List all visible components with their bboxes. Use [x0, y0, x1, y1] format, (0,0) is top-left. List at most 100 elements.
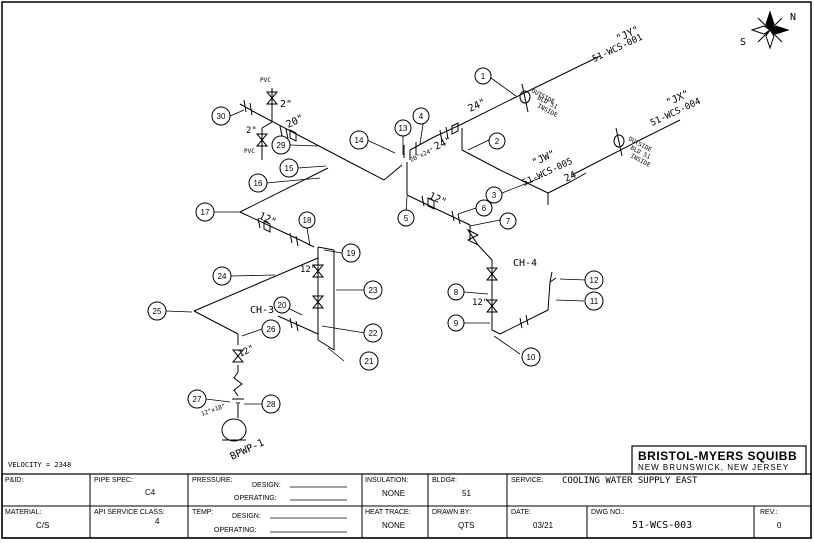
bubble-16: 16	[248, 173, 268, 193]
bubble-29: 29	[271, 135, 291, 155]
svg-text:12: 12	[590, 276, 599, 285]
bubble-28: 28	[261, 394, 281, 414]
size-24-b: 24"	[433, 135, 454, 153]
date-value: 03/21	[533, 521, 554, 530]
reducer-20x24: 20"x24"	[409, 147, 435, 164]
bubble-25: 25	[147, 301, 167, 321]
svg-text:19: 19	[347, 249, 356, 258]
svg-text:13: 13	[399, 124, 408, 133]
svg-text:18: 18	[303, 216, 312, 225]
temp-operating-label: OPERATING:	[214, 527, 257, 534]
title-block-text: BRISTOL-MYERS SQUIBB NEW BRUNSWICK, NEW …	[5, 449, 797, 534]
bubble-14: 14	[349, 130, 369, 150]
leader-lines	[165, 77, 587, 405]
svg-text:24: 24	[218, 272, 227, 281]
temp-design-label: DESIGN:	[232, 513, 261, 520]
bubble-30: 30	[211, 106, 231, 126]
size-20: 20"	[285, 113, 306, 131]
svg-text:7: 7	[506, 217, 511, 226]
svg-text:6: 6	[482, 204, 487, 213]
bubble-6: 6	[475, 199, 493, 217]
size-2-a: 2"	[280, 99, 292, 110]
material-value: C/S	[36, 521, 49, 530]
pid-label: P&ID:	[5, 477, 23, 484]
svg-text:28: 28	[267, 400, 276, 409]
pressure-design-label: DESIGN:	[252, 482, 281, 489]
date-label: DATE:	[511, 509, 531, 516]
bubble-1: 1	[474, 67, 492, 85]
velocity-note: VELOCITY = 2348	[8, 461, 71, 469]
size-12-e: 12"	[237, 344, 256, 360]
bubble-2: 2	[488, 132, 506, 150]
bldg-value: 51	[462, 489, 471, 498]
service-label: SERVICE:	[511, 477, 544, 484]
pipe-spec-label: PIPE SPEC:	[94, 477, 133, 484]
heat-trace-label: HEAT TRACE:	[365, 509, 411, 516]
bubble-9: 9	[447, 314, 465, 332]
pvc-b: PVC	[244, 148, 255, 155]
api-label: API SERVICE CLASS:	[94, 509, 165, 516]
company-name: BRISTOL-MYERS SQUIBB	[638, 449, 797, 463]
svg-text:8: 8	[454, 288, 459, 297]
bubble-4: 4	[412, 107, 430, 125]
dwg-label: DWG NO.:	[591, 509, 624, 516]
svg-text:23: 23	[369, 286, 378, 295]
size-24-c: 24	[563, 170, 579, 185]
svg-text:3: 3	[492, 191, 497, 200]
compass-north: N	[790, 12, 796, 23]
bubble-7: 7	[499, 212, 517, 230]
svg-text:9: 9	[454, 319, 459, 328]
size-12-c: 12"	[472, 298, 488, 308]
compass-south: S	[740, 37, 746, 48]
bubble-19: 19	[341, 243, 361, 263]
bubble-3: 3	[485, 186, 503, 204]
svg-text:14: 14	[355, 136, 364, 145]
bubble-18: 18	[298, 211, 316, 229]
pvc-a: PVC	[260, 77, 271, 84]
svg-text:29: 29	[277, 141, 286, 150]
label-ch3: CH-3	[250, 305, 274, 316]
svg-text:11: 11	[590, 297, 599, 306]
callout-bubbles: 1 2 3 4 5 6 7 8 9 10 11 12 13 14 15 16 1…	[147, 67, 604, 414]
compass-icon: N S	[740, 10, 796, 50]
bldg-label: BLDG#:	[432, 477, 457, 484]
bubble-23: 23	[363, 280, 383, 300]
svg-text:26: 26	[267, 325, 276, 334]
svg-text:5: 5	[404, 214, 409, 223]
size-12-d: 12"	[300, 265, 316, 275]
pressure-label: PRESSURE:	[192, 477, 233, 484]
material-label: MATERIAL:	[5, 509, 41, 516]
dwg-value: 51-WCS-003	[632, 520, 692, 531]
api-value: 4	[155, 517, 160, 526]
pressure-operating-label: OPERATING:	[234, 495, 277, 502]
svg-text:16: 16	[254, 179, 263, 188]
bubble-10: 10	[521, 347, 541, 367]
title-block	[1, 445, 812, 539]
bubble-17: 17	[195, 202, 215, 222]
bubble-15: 15	[279, 158, 299, 178]
heat-trace-value: NONE	[382, 521, 405, 530]
svg-text:21: 21	[365, 357, 374, 366]
size-24-a: 24"	[467, 97, 488, 115]
svg-text:27: 27	[193, 395, 202, 404]
bubble-13: 13	[394, 119, 412, 137]
svg-text:10: 10	[527, 353, 536, 362]
svg-text:1: 1	[481, 72, 486, 81]
company-location: NEW BRUNSWICK, NEW JERSEY	[638, 463, 789, 472]
svg-text:2: 2	[495, 137, 500, 146]
svg-text:30: 30	[217, 112, 226, 121]
piping	[193, 55, 681, 442]
bubble-26: 26	[261, 319, 281, 339]
bubble-8: 8	[447, 283, 465, 301]
bubble-20: 20	[273, 296, 291, 314]
svg-text:25: 25	[153, 307, 162, 316]
drawn-by-value: QTS	[458, 521, 474, 530]
svg-text:15: 15	[285, 164, 294, 173]
svg-text:20: 20	[278, 301, 287, 310]
bubble-5: 5	[397, 209, 415, 227]
temp-label: TEMP:	[192, 509, 213, 516]
rev-label: REV.:	[760, 509, 778, 516]
svg-text:4: 4	[419, 112, 424, 121]
svg-text:17: 17	[201, 208, 210, 217]
